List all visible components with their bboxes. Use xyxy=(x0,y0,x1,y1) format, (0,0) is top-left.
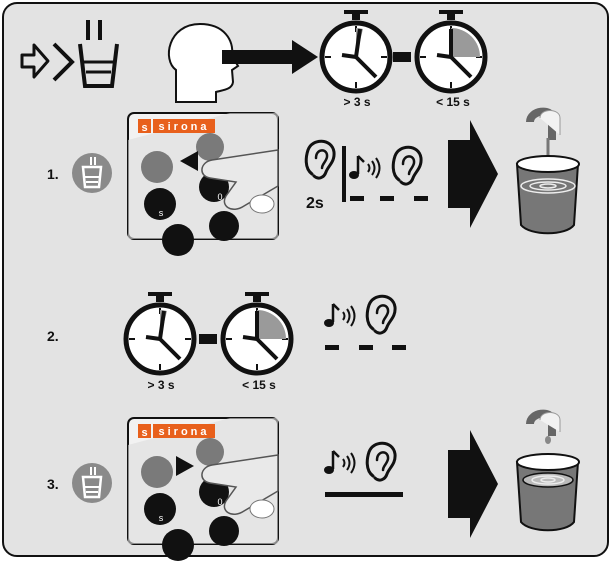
hold-time-label: 2s xyxy=(306,195,324,212)
svg-text:s: s xyxy=(159,513,164,523)
svg-text:s: s xyxy=(141,427,147,439)
timer-range-dash xyxy=(199,334,217,344)
timer-max-label: < 15 s xyxy=(242,378,276,392)
svg-text:0: 0 xyxy=(217,192,222,202)
step-number: 3. xyxy=(47,476,59,492)
timer-min-label: > 3 s xyxy=(147,378,174,392)
timer-max-label: < 15 s xyxy=(436,95,470,109)
control-panel-photo: s sirona s 0 xyxy=(128,113,278,256)
long-tone-bar xyxy=(325,492,403,497)
svg-text:s: s xyxy=(159,208,164,218)
cup-fill-icon xyxy=(72,463,112,503)
control-panel-photo: s sirona s 0 xyxy=(128,418,278,561)
brand-text: sirona xyxy=(158,426,209,438)
svg-text:s: s xyxy=(141,122,147,134)
short-tone-pattern xyxy=(350,196,428,201)
signal-start-bar xyxy=(342,146,346,202)
cup-fill-icon xyxy=(72,153,112,193)
short-tone-pattern xyxy=(325,345,406,350)
step-number: 2. xyxy=(47,328,59,344)
brand-text: sirona xyxy=(158,121,209,133)
timer-range-dash xyxy=(393,52,411,62)
timer-min-label: > 3 s xyxy=(343,95,370,109)
step-number: 1. xyxy=(47,166,59,182)
svg-text:0: 0 xyxy=(217,497,222,507)
